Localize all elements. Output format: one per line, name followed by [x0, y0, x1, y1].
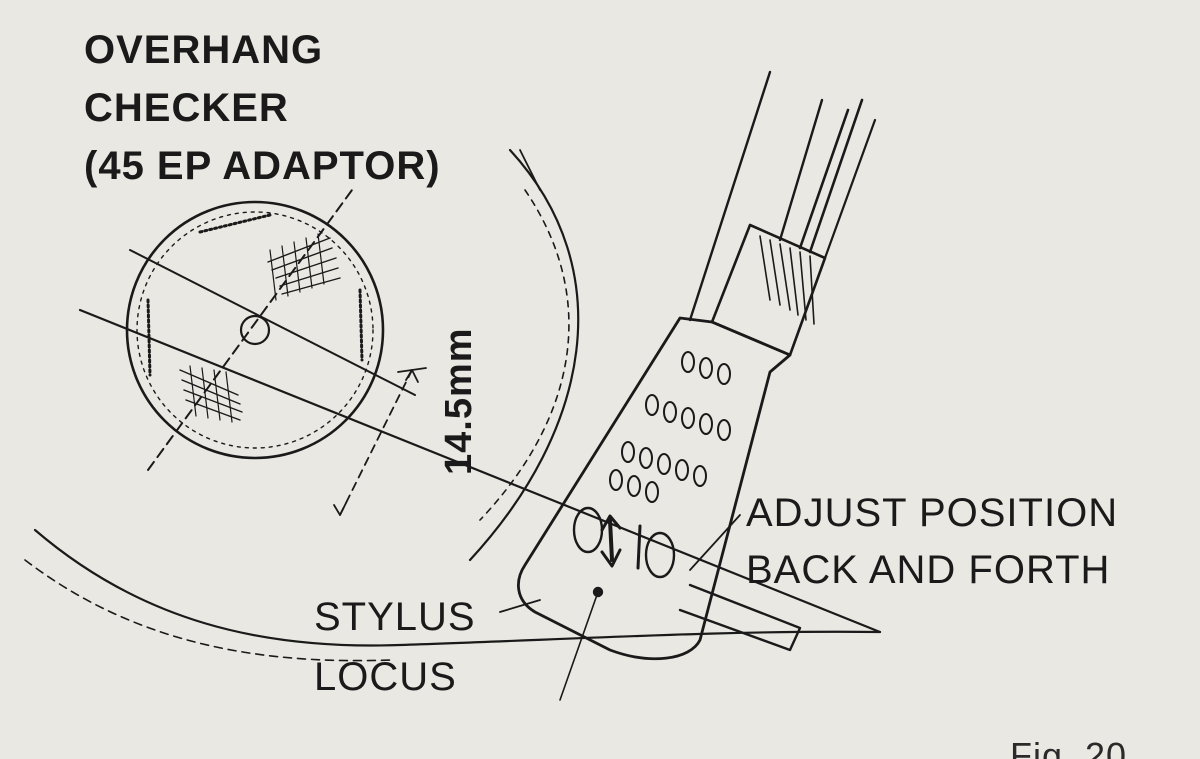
stylus-label-line-1: STYLUS — [314, 595, 476, 639]
stylus-label-line-2: LOCUS — [314, 655, 457, 699]
record-edge-arc-inner — [479, 189, 570, 521]
stylus-locus-arc-inner — [24, 559, 391, 662]
stylus-leader — [499, 599, 541, 613]
dimension-label: 14.5mm — [438, 327, 480, 475]
title-leader — [519, 149, 541, 191]
adjust-label-line-1: ADJUST POSITION — [746, 491, 1119, 535]
figure-number-fragment: Fig. 20 — [1010, 735, 1128, 759]
title-line-1: OVERHANG — [84, 28, 324, 72]
overhang-checker-disc — [125, 189, 416, 471]
tonearm — [688, 70, 877, 357]
adjust-leader — [689, 514, 741, 571]
dimension-marker — [333, 367, 427, 516]
tangent-line — [78, 308, 882, 634]
stylus-locus-arc-outer — [33, 528, 882, 647]
record-edge-arc — [468, 148, 580, 562]
headshell — [517, 316, 802, 701]
title-line-2: CHECKER — [84, 86, 289, 130]
title-line-3: (45 EP ADAPTOR) — [84, 144, 441, 188]
adjust-label-line-2: BACK AND FORTH — [746, 548, 1111, 592]
